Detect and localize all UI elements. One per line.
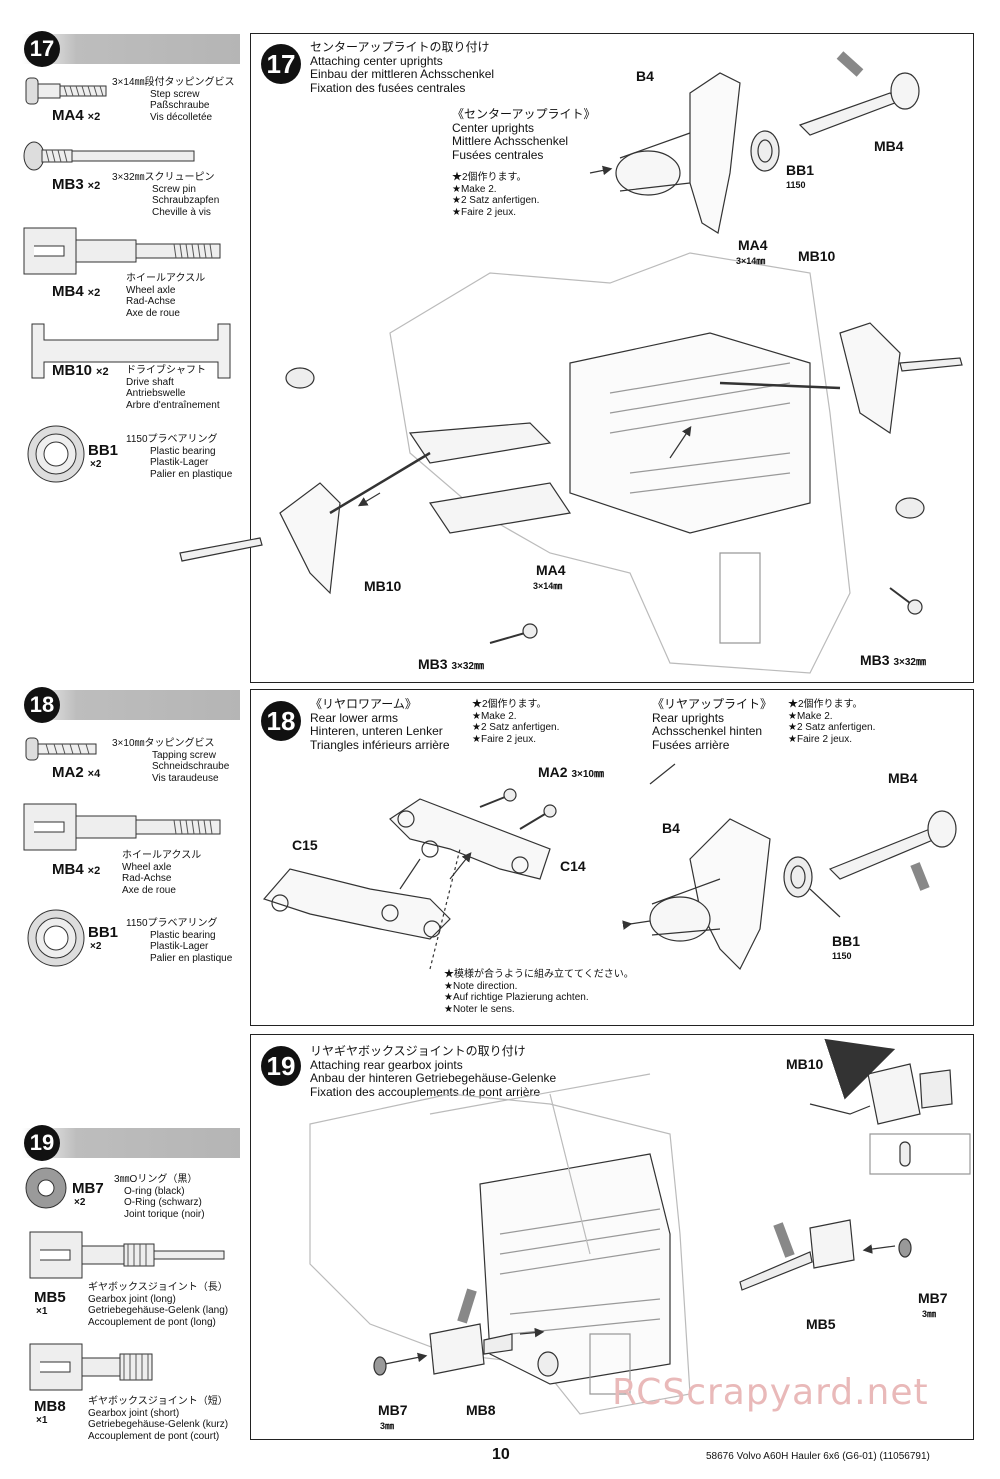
document-id: 58676 Volvo A60H Hauler 6x6 (G6-01) (110… [706, 1451, 930, 1462]
wheel-axle-illustration-18 [23, 803, 221, 851]
part-code-mb7: MB7 [72, 1180, 104, 1197]
label-bb1-18: BB1 [832, 933, 861, 949]
o-ring-illustration [25, 1167, 67, 1209]
gearbox-joint-short-illustration [29, 1343, 153, 1391]
label-b4: B4 [636, 68, 654, 84]
tapping-screw-illustration [25, 737, 97, 761]
label-mb4: MB4 [874, 138, 904, 154]
part-code-bb1: BB1 [88, 442, 119, 459]
label-mb7-right-size: 3㎜ [922, 1309, 937, 1319]
label-bb1: BB1 [786, 162, 815, 178]
step-17-assembly-drawing [179, 51, 963, 674]
bearing-illustration [27, 425, 85, 483]
step-19-assembly-drawing [309, 1038, 971, 1415]
part-code-mb8: MB8 [34, 1398, 66, 1415]
arm-make-two-note: ★2個作ります。★Make 2.★2 Satz anfertigen.★Fair… [472, 699, 560, 745]
step-18-panel [250, 689, 974, 1026]
label-mb7-right: MB7 [918, 1290, 948, 1306]
label-bb1-number: 1150 [786, 180, 806, 190]
step-17-badge: 17 [261, 44, 301, 84]
label-mb3-left: MB3 3×32㎜ [418, 656, 484, 672]
label-c15: C15 [292, 837, 318, 853]
label-mb10-bottom: MB10 [364, 578, 402, 594]
part-code-mb10: MB10×2 [52, 362, 109, 379]
wheel-axle-illustration [23, 227, 221, 275]
direction-note: ★模様が合うように組み立ててください。★Note direction.★Auf … [444, 969, 634, 1015]
make-two-note: ★2個作ります。★Make 2.★2 Satz anfertigen.★Fair… [452, 172, 540, 218]
label-ma2: MA2 3×10㎜ [538, 764, 604, 780]
part-code-mb4: MB4×2 [52, 283, 101, 300]
label-mb4-18: MB4 [888, 770, 918, 786]
label-mb3-right: MB3 3×32㎜ [860, 652, 926, 668]
bearing-illustration-18 [27, 909, 85, 967]
label-mb5: MB5 [806, 1316, 836, 1332]
part-code-mb5: MB5 [34, 1289, 66, 1306]
step-18-assembly-drawing [262, 763, 957, 971]
screw-pin-illustration [23, 141, 195, 171]
part-code-mb3: MB3×2 [52, 176, 101, 193]
drive-shaft-illustration [31, 323, 231, 379]
step-number: 17 [29, 36, 55, 61]
label-mb7-left: MB7 [378, 1402, 408, 1418]
part-code-ma4: MA4×2 [52, 107, 101, 124]
step-18-badge: 18 [261, 701, 301, 741]
part-qty-mb5: ×1 [36, 1306, 48, 1317]
label-mb7-left-size: 3㎜ [380, 1421, 395, 1431]
part-desc-mb7: 3㎜Oリング（黒）O-ring (black)O-Ring (schwarz)J… [114, 1174, 205, 1220]
part-qty-mb7: ×2 [74, 1197, 86, 1208]
label-bb1-18-number: 1150 [832, 951, 852, 961]
label-ma4-top-size: 3×14㎜ [736, 256, 766, 266]
label-mb8: MB8 [466, 1402, 496, 1418]
part-code-mb4-18: MB4×2 [52, 861, 101, 878]
sidebar-step-19-badge: 19 [24, 1125, 60, 1161]
label-mb10-19: MB10 [786, 1056, 824, 1072]
part-qty-mb8: ×1 [36, 1415, 48, 1426]
step-screw-illustration [25, 77, 107, 105]
part-desc-mb5: ギヤボックスジョイント（長）Gearbox joint (long)Getrie… [88, 1282, 229, 1328]
gearbox-joint-long-illustration [29, 1231, 225, 1279]
step-19-badge: 19 [261, 1046, 301, 1086]
label-ma4-top: MA4 [738, 237, 768, 253]
sidebar-step-18-badge: 18 [24, 687, 60, 723]
part-code-bb1-18: BB1 [88, 924, 119, 941]
sidebar-step-17-badge: 17 [24, 31, 60, 67]
label-mb10-top: MB10 [798, 248, 836, 264]
part-code-ma2: MA2×4 [52, 764, 101, 781]
label-ma4-bottom-size: 3×14㎜ [533, 581, 563, 591]
part-qty-bb1-18: ×2 [90, 941, 102, 952]
label-c14: C14 [560, 858, 586, 874]
upright-make-two-note: ★2個作ります。★Make 2.★2 Satz anfertigen.★Fair… [788, 699, 876, 745]
watermark: RCScrapyard.net [612, 1372, 929, 1413]
page-number: 10 [492, 1446, 510, 1463]
part-desc-mb8: ギヤボックスジョイント（短）Gearbox joint (short)Getri… [88, 1396, 229, 1442]
label-b4-18: B4 [662, 820, 680, 836]
part-qty-bb1: ×2 [90, 459, 102, 470]
label-ma4-bottom: MA4 [536, 562, 566, 578]
